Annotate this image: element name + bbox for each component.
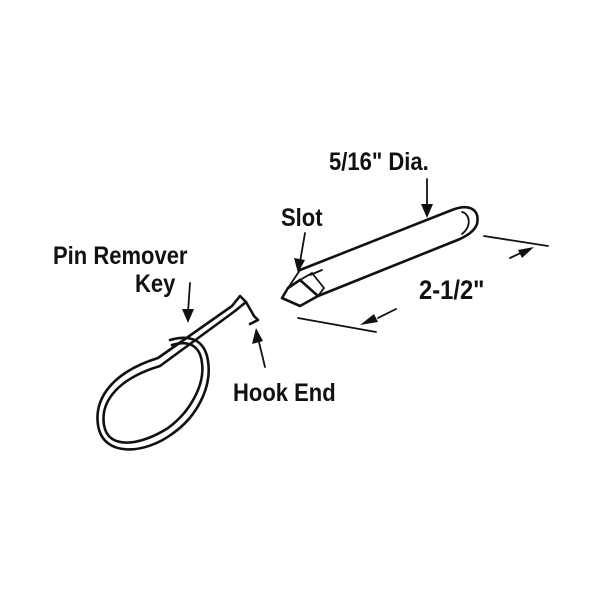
dia-arrowhead bbox=[421, 204, 433, 218]
pin bbox=[280, 205, 479, 308]
pin-rounded-end bbox=[461, 211, 470, 235]
pin-slot-groove bbox=[299, 272, 325, 297]
key-label: Key bbox=[135, 270, 176, 298]
key-leader-line bbox=[187, 282, 191, 313]
dim-arrowhead-right bbox=[518, 247, 534, 258]
diameter-label: 5/16" Dia. bbox=[329, 148, 429, 176]
dim-extension-left bbox=[297, 317, 377, 333]
pin-slot-line bbox=[309, 269, 323, 276]
pin-remover-key bbox=[96, 294, 260, 451]
hook-leader-line bbox=[257, 337, 266, 368]
key-wire-inner bbox=[96, 294, 248, 451]
hook-arrowhead bbox=[252, 328, 263, 344]
slot-arrowhead bbox=[294, 258, 305, 273]
slot-leader-line bbox=[299, 232, 306, 263]
key-arrowhead bbox=[182, 309, 194, 323]
pin-remover-label: Pin Remover bbox=[53, 242, 188, 270]
dim-arrowhead-left bbox=[360, 314, 378, 325]
pin-slot-tip bbox=[280, 278, 320, 308]
leaders bbox=[182, 178, 433, 368]
length-dimension bbox=[297, 235, 549, 333]
hook-end-label: Hook End bbox=[233, 379, 336, 407]
key-wire-outer bbox=[102, 300, 256, 444]
dim-extension-right bbox=[483, 235, 549, 247]
key-hook-tip bbox=[248, 314, 260, 326]
slot-label: Slot bbox=[281, 204, 323, 232]
length-label: 2-1/2" bbox=[419, 275, 485, 305]
pin-body bbox=[298, 205, 479, 298]
dim-line-left bbox=[377, 308, 397, 319]
